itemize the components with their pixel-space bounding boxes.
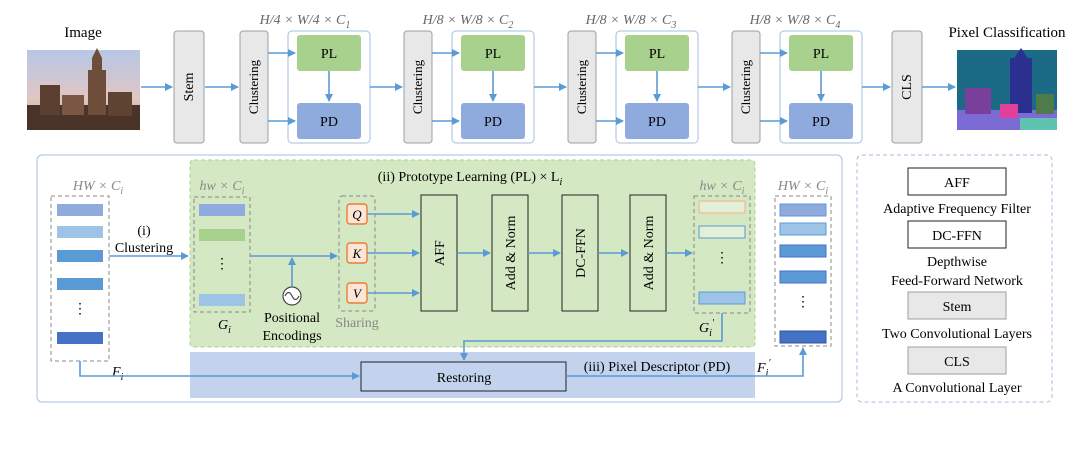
pd-block <box>297 103 361 139</box>
output-image-label: Pixel Classification <box>948 25 1066 41</box>
input-image-label: Image <box>64 25 102 41</box>
pd-block <box>789 103 853 139</box>
output-features <box>774 195 832 347</box>
restoring-label: Restoring <box>437 371 491 386</box>
pd-label: PD <box>648 115 666 130</box>
grouped-feature-bars <box>199 204 245 306</box>
pl-block <box>789 35 853 71</box>
cls-label: CLS <box>900 74 915 100</box>
dots: ⋮ <box>73 302 87 317</box>
legend-cls-label: CLS <box>944 355 970 370</box>
right-dims: HW × Ci <box>777 179 829 197</box>
add-norm-block-1 <box>491 194 529 312</box>
output-feature-bars <box>779 203 827 344</box>
legend-stem-label: Stem <box>943 300 972 315</box>
add-norm-block-2 <box>629 194 667 312</box>
pl-block <box>297 35 361 71</box>
aff-block <box>420 194 458 312</box>
clustering-block <box>731 30 761 144</box>
clustering-block <box>567 30 597 144</box>
positional-label-1: Positional <box>264 311 320 326</box>
step-i-label: (i) <box>137 224 151 239</box>
pd-block <box>461 103 525 139</box>
pl-label: PL <box>485 47 501 62</box>
f-prime-label: Fi′ <box>756 358 771 379</box>
pd-label: PD <box>320 115 338 130</box>
restoring-block <box>360 361 567 392</box>
clustering-block <box>403 30 433 144</box>
legend-cls-desc: A Convolutional Layer <box>892 381 1021 396</box>
dcffn-block <box>561 194 599 312</box>
clustering-label: Clustering <box>246 59 261 114</box>
dots: ⋮ <box>215 257 229 272</box>
input-feature-bars <box>57 204 103 344</box>
legend-dcffn-label: DC-FFN <box>932 229 982 244</box>
legend-aff-desc: Adaptive Frequency Filter <box>883 202 1031 217</box>
stage-dims: H/8 × W/8 × C4 <box>749 13 841 31</box>
dcffn-label: DC-FFN <box>574 228 589 278</box>
add-norm-label-2: Add & Norm <box>642 216 657 291</box>
pl-label: PL <box>649 47 665 62</box>
top-arrows <box>141 49 956 125</box>
clustering-label: Clustering <box>738 59 753 114</box>
dots: ⋮ <box>715 251 729 266</box>
group-dims: hw × Ci <box>200 179 245 197</box>
g-prime-label: Gi′ <box>699 318 715 339</box>
legend-cls-box <box>907 346 1007 375</box>
refined-features <box>693 195 751 314</box>
stage-dims: H/8 × W/8 × C3 <box>585 13 677 31</box>
pl-block <box>625 35 689 71</box>
legend-panel <box>856 154 1053 403</box>
output-segmentation <box>957 48 1057 130</box>
sharing-label: Sharing <box>335 316 379 331</box>
stem-label: Stem <box>182 73 197 102</box>
pl-label: PL <box>813 47 829 62</box>
pd-label: PD <box>484 115 502 130</box>
stage-dims: H/8 × W/8 × C2 <box>422 13 514 31</box>
legend-dcffn-box <box>907 220 1007 249</box>
qkv-frame <box>338 195 376 312</box>
stage-2: H/8 × W/8 × C2 Clustering PL PD <box>403 13 535 144</box>
legend-stem-box <box>907 291 1007 320</box>
stage-1: H/4 × W/4 × C1 Clustering PL PD <box>239 13 371 144</box>
detail-arrows <box>79 210 807 380</box>
group-out-dims: hw × Ci <box>700 179 745 197</box>
input-photo <box>27 48 140 130</box>
refined-feature-bars <box>698 200 746 305</box>
pl-block <box>461 35 525 71</box>
legend-aff-label: AFF <box>944 176 970 191</box>
f-label: Fi <box>111 365 124 383</box>
k-label: K <box>352 246 363 261</box>
pl-label: PL <box>321 47 337 62</box>
aff-label: AFF <box>433 240 448 266</box>
legend-dcffn-desc-2: Feed-Forward Network <box>891 274 1023 289</box>
clustering-label: Clustering <box>574 59 589 114</box>
legend-aff-box <box>907 167 1007 196</box>
stage-3: H/8 × W/8 × C3 Clustering PL PD <box>567 13 699 144</box>
v-label: V <box>353 286 363 301</box>
pd-label: PD <box>812 115 830 130</box>
grouped-features <box>193 196 251 313</box>
stage-dims: H/4 × W/4 × C1 <box>259 13 351 31</box>
stem-block <box>173 30 205 144</box>
step-clustering-label: Clustering <box>115 241 173 256</box>
stage-4: H/8 × W/8 × C4 Clustering PL PD <box>731 13 863 144</box>
pd-block <box>625 103 689 139</box>
legend-stem-desc: Two Convolutional Layers <box>882 327 1032 342</box>
pl-region-title: (ii) Prototype Learning (PL) × Li <box>378 170 563 188</box>
dots: ⋮ <box>796 295 810 310</box>
g-label: Gi <box>218 318 231 336</box>
positional-label-2: Encodings <box>262 329 321 344</box>
add-norm-label-1: Add & Norm <box>504 216 519 291</box>
q-label: Q <box>352 207 362 222</box>
legend-dcffn-desc-1: Depthwise <box>927 255 987 270</box>
clustering-block <box>239 30 269 144</box>
left-dims: HW × Ci <box>72 179 124 197</box>
clustering-label: Clustering <box>410 59 425 114</box>
pd-region-title: (iii) Pixel Descriptor (PD) <box>584 360 731 375</box>
